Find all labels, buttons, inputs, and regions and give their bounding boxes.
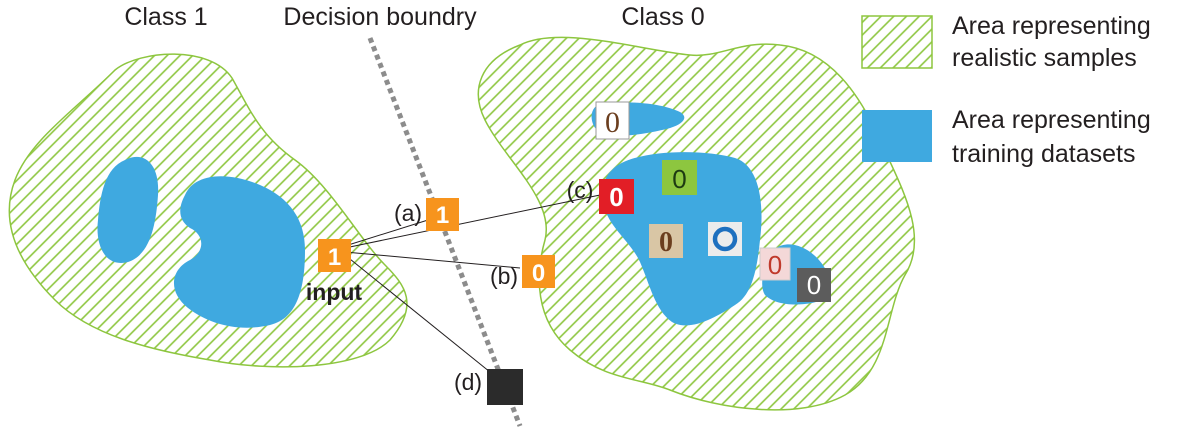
decision-boundary-label: Decision boundry [283,3,477,31]
input-digit: 1 [328,244,341,271]
training-brown-digit: 0 [659,227,673,258]
training-sample-gray: 0 [797,268,831,302]
decision-boundary-line [367,37,523,427]
sample-c-digit: 0 [609,182,623,212]
class0-label: Class 0 [621,3,704,31]
sample-d [487,369,523,405]
sample-b: 0 [522,255,555,288]
training-sample-green: 0 [662,160,697,195]
sample-b-digit: 0 [532,260,545,287]
training-pink-digit: 0 [768,250,782,280]
legend-training-line1: Area representing [952,106,1151,134]
training-top-digit: 0 [605,106,620,139]
sample-input: 1 [318,239,351,272]
legend: Area representing realistic samples Area… [861,12,1151,168]
training-gray-digit: 0 [807,270,821,300]
legend-training-swatch [862,110,932,162]
perturbation-lines [344,194,601,373]
legend-realistic-swatch [861,15,933,69]
class1-label: Class 1 [124,3,207,31]
class1-training-blob-small [97,156,159,263]
training-sample-blue [708,222,742,256]
training-sample-brown: 0 [649,224,683,258]
sample-a: 1 [426,198,459,231]
sample-c: 0 [599,179,634,214]
legend-training-line2: training datasets [952,140,1135,168]
training-sample-pink: 0 [759,247,791,281]
sample-a-digit: 1 [436,202,449,229]
label-a: (a) [394,200,422,226]
legend-realistic-line1: Area representing [952,12,1151,40]
training-sample-top: 0 [595,101,630,140]
legend-realistic-line2: realistic samples [952,44,1137,72]
label-d: (d) [454,369,482,395]
training-green-digit: 0 [672,164,686,194]
class1-training-blob-large [173,176,305,328]
input-label: input [306,279,363,305]
label-c: (c) [567,177,594,203]
label-b: (b) [490,263,518,289]
